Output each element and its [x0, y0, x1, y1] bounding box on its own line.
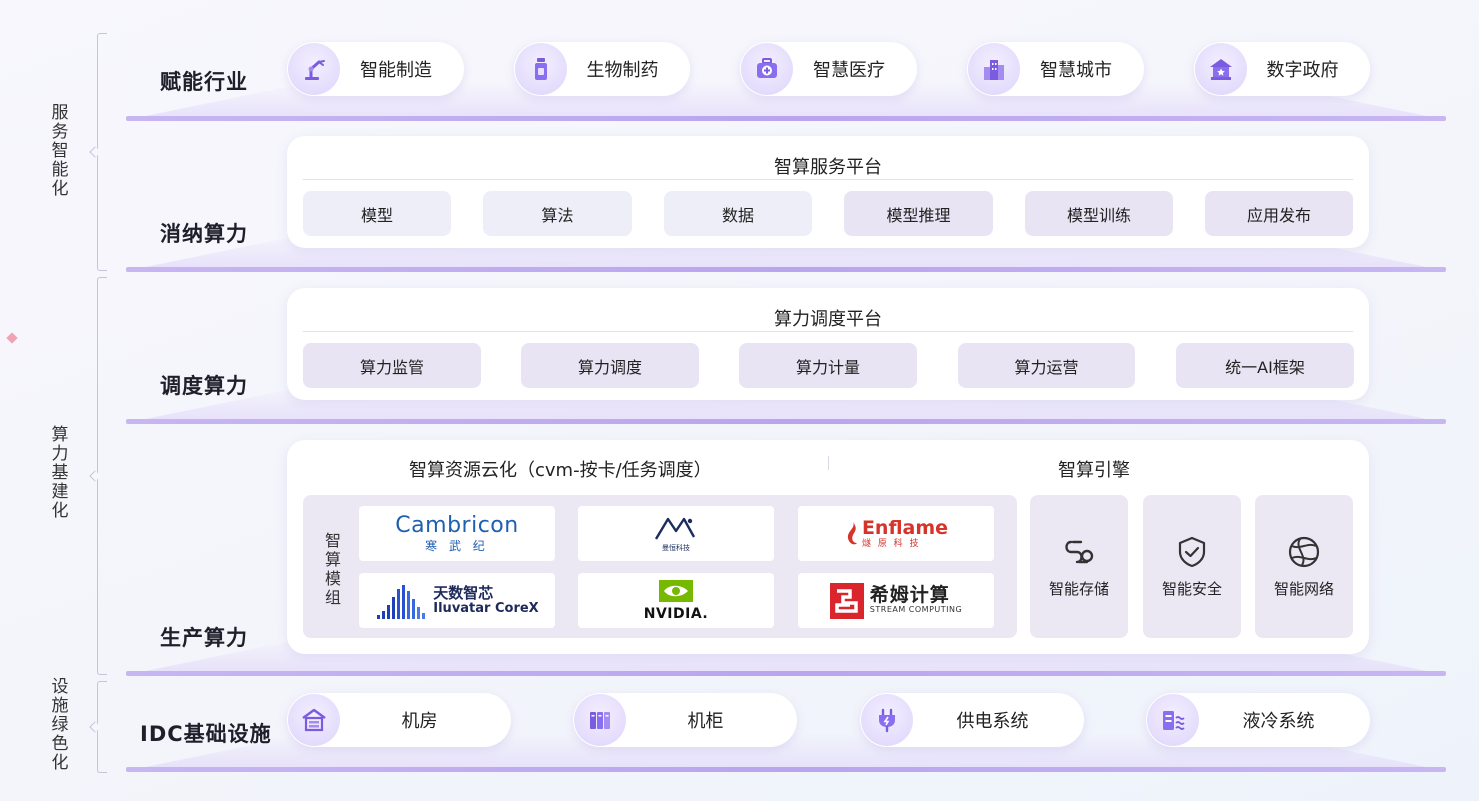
industry-item-biopharma[interactable]: 生物制药 — [514, 42, 690, 96]
moore-logo-mark — [654, 517, 696, 540]
idc-item-label: 液冷系统 — [1242, 711, 1315, 732]
cambricon-logo-text: Cambricon — [395, 513, 519, 538]
panel-divider — [303, 179, 1353, 180]
enflame-logo-text: Enflame — [861, 516, 949, 539]
industry-item-digital-gov[interactable]: 数字政府 — [1194, 42, 1370, 96]
layer-title-schedule: 调度算力 — [160, 374, 248, 398]
enflame-flame-icon — [847, 521, 857, 544]
idc-item-label: 机柜 — [687, 711, 724, 732]
engine-card-security[interactable]: 智能安全 — [1143, 495, 1241, 638]
industry-item-label: 智慧城市 — [1040, 60, 1112, 81]
engine-label: 智能安全 — [1161, 580, 1222, 598]
schedule-chip-operation[interactable]: 算力运营 — [958, 343, 1135, 388]
idc-item-liquid-cooling[interactable]: 液冷系统 — [1146, 693, 1370, 747]
idc-item-label: 机房 — [401, 711, 438, 732]
schedule-chip-dispatch[interactable]: 算力调度 — [521, 343, 699, 388]
moore-logo-cn: 曼恒科技 — [662, 544, 690, 552]
nvidia-eye-icon — [658, 580, 693, 602]
compute-module-label: 智算模组 — [324, 531, 341, 607]
vendor-card-iluvatar[interactable]: 天数智芯 Iluvatar CoreX — [359, 573, 555, 628]
stream-logo-text: STREAM COMPUTING — [869, 605, 963, 615]
city-building-icon — [968, 43, 1020, 95]
stream-logo-cn: 希姆计算 — [869, 584, 950, 607]
group-bracket-infra — [89, 277, 107, 675]
vendor-card-stream[interactable]: 希姆计算 STREAM COMPUTING — [798, 573, 994, 628]
server-room-icon — [288, 694, 340, 746]
floor-line-idc — [126, 767, 1446, 772]
panel-divider — [303, 331, 1353, 332]
robot-arm-icon — [288, 43, 340, 95]
industry-item-label: 数字政府 — [1266, 60, 1339, 81]
iluvatar-wave-mark — [377, 584, 426, 619]
nvidia-logo-text: NVIDIA. — [643, 606, 709, 622]
globe-network-icon — [1288, 536, 1320, 568]
group-label-service: 服务智能化 — [51, 103, 69, 199]
service-chip-model[interactable]: 模型 — [303, 191, 451, 236]
service-platform-title: 智算服务平台 — [774, 157, 882, 178]
idc-item-cabinet[interactable]: 机柜 — [573, 693, 797, 747]
group-bracket-green — [89, 681, 107, 773]
stream-computing-mark — [829, 582, 864, 619]
schedule-platform-title: 算力调度平台 — [774, 309, 882, 330]
service-platform-panel: 智算服务平台 模型 算法 数据 模型推理 模型训练 应用发布 — [287, 136, 1369, 248]
group-label-green: 设施绿色化 — [51, 677, 69, 773]
engine-card-storage[interactable]: 智能存储 — [1030, 495, 1128, 638]
service-chip-algorithm[interactable]: 算法 — [483, 191, 632, 236]
vendor-card-nvidia[interactable]: NVIDIA. — [578, 573, 774, 628]
shield-check-icon — [1178, 536, 1206, 568]
medical-kit-icon — [741, 43, 793, 95]
iluvatar-logo-cn: 天数智芯 — [433, 583, 494, 602]
layer-title-idc: IDC基础设施 — [140, 722, 272, 746]
engine-title: 智算引擎 — [1058, 460, 1130, 481]
industry-item-label: 生物制药 — [586, 60, 659, 81]
storage-link-icon — [1065, 540, 1094, 564]
production-panel: 智算资源云化（cvm-按卡/任务调度） 智算引擎 智算模组 Cambricon … — [287, 440, 1369, 654]
service-chip-data[interactable]: 数据 — [664, 191, 812, 236]
engine-card-network[interactable]: 智能网络 — [1255, 495, 1353, 638]
industry-item-healthcare[interactable]: 智慧医疗 — [740, 42, 917, 96]
cambricon-logo-cn: 寒 武 纪 — [425, 539, 489, 553]
industry-item-label: 智慧医疗 — [813, 60, 885, 81]
layer-title-empower: 赋能行业 — [160, 70, 248, 94]
idc-item-label: 供电系统 — [956, 711, 1029, 732]
iluvatar-logo-text: Iluvatar CoreX — [433, 600, 539, 616]
floor-line-empower — [126, 116, 1446, 121]
medicine-bottle-icon — [515, 43, 567, 95]
schedule-chip-ai-framework[interactable]: 统一AI框架 — [1176, 343, 1354, 388]
schedule-chip-supervision[interactable]: 算力监管 — [303, 343, 481, 388]
group-label-infra: 算力基建化 — [51, 425, 69, 521]
service-chip-inference[interactable]: 模型推理 — [844, 191, 993, 236]
floor-line-produce — [126, 671, 1446, 676]
engine-label: 智能存储 — [1048, 580, 1109, 598]
layer-title-produce: 生产算力 — [160, 626, 248, 650]
vendor-card-cambricon[interactable]: Cambricon 寒 武 纪 — [359, 506, 555, 561]
floor-line-consume — [126, 267, 1446, 272]
power-plug-icon — [861, 694, 913, 746]
cabinet-icon — [574, 694, 626, 746]
service-chip-training[interactable]: 模型训练 — [1025, 191, 1173, 236]
idc-item-power[interactable]: 供电系统 — [860, 693, 1084, 747]
floor-line-schedule — [126, 419, 1446, 424]
service-chip-publish[interactable]: 应用发布 — [1205, 191, 1353, 236]
layer-title-consume: 消纳算力 — [160, 222, 248, 246]
industry-item-smart-city[interactable]: 智慧城市 — [967, 42, 1144, 96]
industry-item-label: 智能制造 — [360, 60, 432, 81]
schedule-chip-metering[interactable]: 算力计量 — [739, 343, 917, 388]
government-building-icon — [1195, 43, 1247, 95]
cloud-resource-title: 智算资源云化（cvm-按卡/任务调度） — [409, 460, 712, 481]
idc-item-server-room[interactable]: 机房 — [287, 693, 511, 747]
title-divider — [828, 456, 829, 470]
group-bracket-service — [89, 33, 107, 271]
enflame-logo-cn: 燧 原 科 技 — [861, 538, 921, 549]
schedule-platform-panel: 算力调度平台 算力监管 算力调度 算力计量 算力运营 统一AI框架 — [287, 288, 1369, 400]
industry-item-manufacturing[interactable]: 智能制造 — [287, 42, 464, 96]
engine-label: 智能网络 — [1273, 580, 1334, 598]
decorative-diamond — [6, 332, 18, 344]
vendor-card-enflame[interactable]: Enflame 燧 原 科 技 — [798, 506, 994, 561]
liquid-cooling-icon — [1147, 694, 1199, 746]
vendor-card-moore[interactable]: 曼恒科技 — [578, 506, 774, 561]
